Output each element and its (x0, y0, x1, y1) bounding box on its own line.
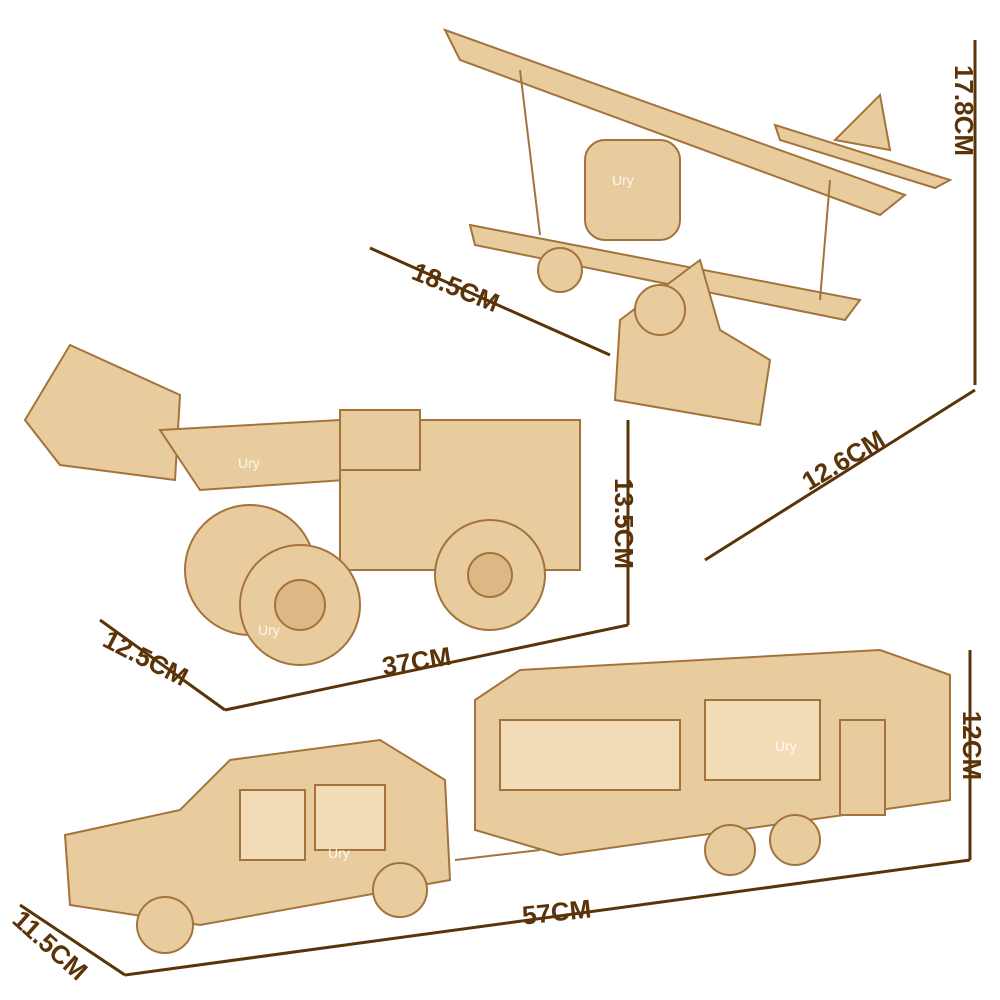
watermark: Ury (612, 172, 634, 188)
wheel-loader-model (23, 343, 581, 666)
dim-line-loader-width (99, 618, 226, 712)
dim-line-car-width (19, 903, 126, 977)
dim-line-car-length (124, 858, 971, 977)
watermark: Ury (258, 622, 280, 638)
biplane-model (442, 28, 953, 427)
watermark: Ury (238, 455, 260, 471)
plane-height-label: 17.8CM (949, 64, 980, 157)
dim-line-plane-length (369, 246, 611, 357)
watermark: Ury (328, 845, 350, 861)
dim-line-plane-width (704, 388, 976, 562)
loader-height-label: 13.5CM (609, 477, 640, 570)
car-height-label: 12CM (957, 710, 988, 781)
dim-line-loader-length (224, 623, 629, 712)
suv-and-trailer-model (63, 648, 951, 954)
watermark: Ury (775, 738, 797, 754)
